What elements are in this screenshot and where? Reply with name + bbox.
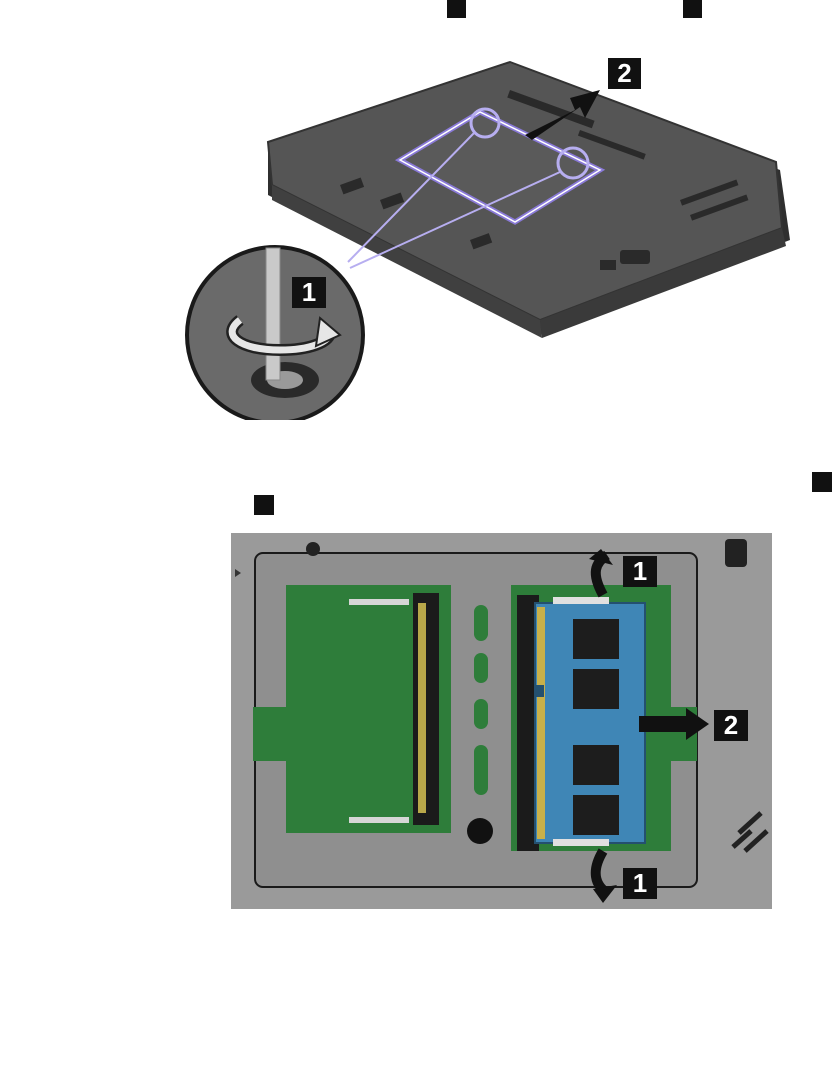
inline-step-marker: [683, 0, 702, 18]
callout-latch-bottom: 1: [623, 868, 657, 899]
callout-latch-top: 1: [623, 556, 657, 587]
figure-remove-memory-module: 1 2 1: [231, 533, 772, 909]
figure-remove-cover: 1 2: [180, 50, 834, 420]
inline-step-marker: [254, 495, 274, 515]
callout-pull-module: 2: [714, 710, 748, 741]
laptop-bottom-illustration: [180, 50, 834, 420]
inline-step-marker: [447, 0, 466, 18]
callout-loosen-screw: 1: [292, 277, 326, 308]
memory-slot-illustration: [231, 533, 772, 909]
callout-slide-cover: 2: [608, 58, 641, 89]
inline-step-marker: [812, 472, 832, 492]
